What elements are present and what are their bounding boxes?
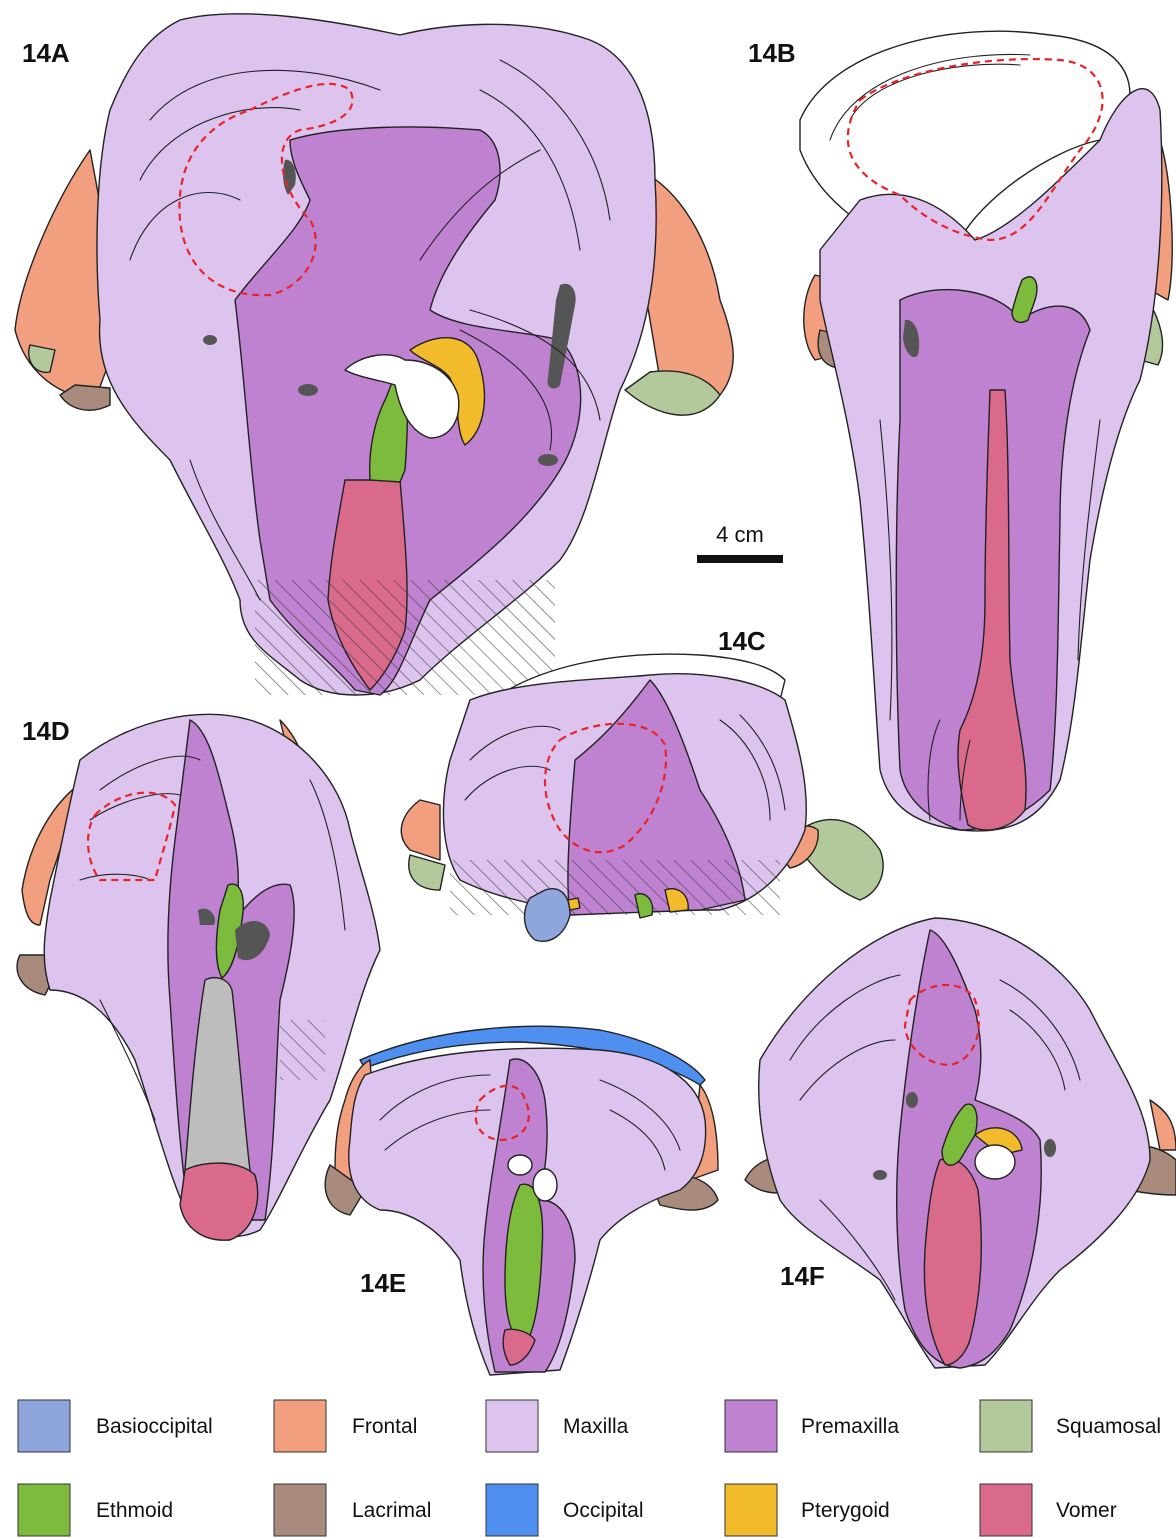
legend-label-squamosal: Squamosal: [1056, 1415, 1161, 1438]
legend-item-maxilla: Maxilla: [486, 1400, 629, 1452]
panel-label-14c: 14C: [718, 626, 766, 656]
scale-bar-line: [697, 555, 783, 563]
legend-item-frontal: Frontal: [274, 1400, 417, 1452]
legend-swatch-squamosal: [980, 1400, 1032, 1452]
legend-swatch-frontal: [274, 1400, 326, 1452]
legend-label-pterygoid: Pterygoid: [801, 1499, 890, 1522]
frontal-left-c: [401, 800, 440, 860]
legend-swatch-lacrimal: [274, 1484, 326, 1536]
legend-item-squamosal: Squamosal: [980, 1400, 1161, 1452]
legend-label-maxilla: Maxilla: [563, 1415, 629, 1438]
naris-f: [975, 1145, 1015, 1179]
foramen-f3: [873, 1170, 887, 1180]
panel-label-14f: 14F: [780, 1261, 825, 1291]
panel-label-14b: 14B: [748, 38, 796, 68]
panel-14a: 14A: [15, 14, 733, 695]
panel-14d: 14D: [17, 714, 380, 1240]
legend-swatch-ethmoid: [18, 1484, 70, 1536]
foramen-a5: [203, 335, 217, 345]
legend-swatch-occipital: [486, 1484, 538, 1536]
legend-item-lacrimal: Lacrimal: [274, 1484, 431, 1536]
legend-item-occipital: Occipital: [486, 1484, 644, 1536]
pterygoid-c2: [568, 898, 580, 910]
foramen-a3: [298, 384, 318, 396]
legend-swatch-maxilla: [486, 1400, 538, 1452]
panel-14f: 14F: [745, 918, 1176, 1368]
legend-swatch-vomer: [980, 1484, 1032, 1536]
foramen-a4: [538, 454, 558, 466]
hatched-area-c: [450, 860, 780, 915]
frontal-right-f: [1150, 1100, 1176, 1150]
legend-item-basioccipital: Basioccipital: [18, 1400, 213, 1452]
legend-label-basioccipital: Basioccipital: [96, 1415, 213, 1438]
panel-label-14e: 14E: [360, 1268, 406, 1298]
basioccipital-c: [525, 889, 570, 942]
legend: Basioccipital Frontal Maxilla Premaxilla…: [18, 1400, 1161, 1536]
legend-swatch-pterygoid: [725, 1484, 777, 1536]
legend-swatch-premaxilla: [725, 1400, 777, 1452]
scale-bar-label: 4 cm: [716, 522, 764, 547]
legend-item-ethmoid: Ethmoid: [18, 1484, 173, 1536]
legend-item-pterygoid: Pterygoid: [725, 1484, 890, 1536]
hatched-area-a: [255, 580, 555, 695]
legend-label-lacrimal: Lacrimal: [352, 1499, 431, 1522]
legend-label-premaxilla: Premaxilla: [801, 1415, 899, 1438]
legend-label-frontal: Frontal: [352, 1415, 417, 1438]
naris-e2: [533, 1169, 557, 1201]
panel-label-14d: 14D: [22, 716, 70, 746]
panel-label-14a: 14A: [22, 38, 70, 68]
frontal-left-a: [15, 150, 110, 400]
legend-item-vomer: Vomer: [980, 1484, 1117, 1536]
naris-e1: [508, 1155, 532, 1175]
squamosal-left-a: [29, 345, 55, 372]
panel-14b: 14B: [748, 31, 1172, 831]
legend-label-ethmoid: Ethmoid: [96, 1499, 173, 1522]
legend-item-premaxilla: Premaxilla: [725, 1400, 899, 1452]
legend-label-occipital: Occipital: [563, 1499, 644, 1522]
hatched-area-d: [280, 1020, 325, 1080]
scale-bar: 4 cm: [697, 522, 783, 563]
legend-swatch-basioccipital: [18, 1400, 70, 1452]
foramen-f2: [1044, 1139, 1056, 1157]
legend-label-vomer: Vomer: [1056, 1499, 1117, 1522]
panel-14e: 14E: [325, 1026, 718, 1375]
foramen-f1: [906, 1092, 918, 1108]
vomer-d: [180, 1163, 258, 1240]
